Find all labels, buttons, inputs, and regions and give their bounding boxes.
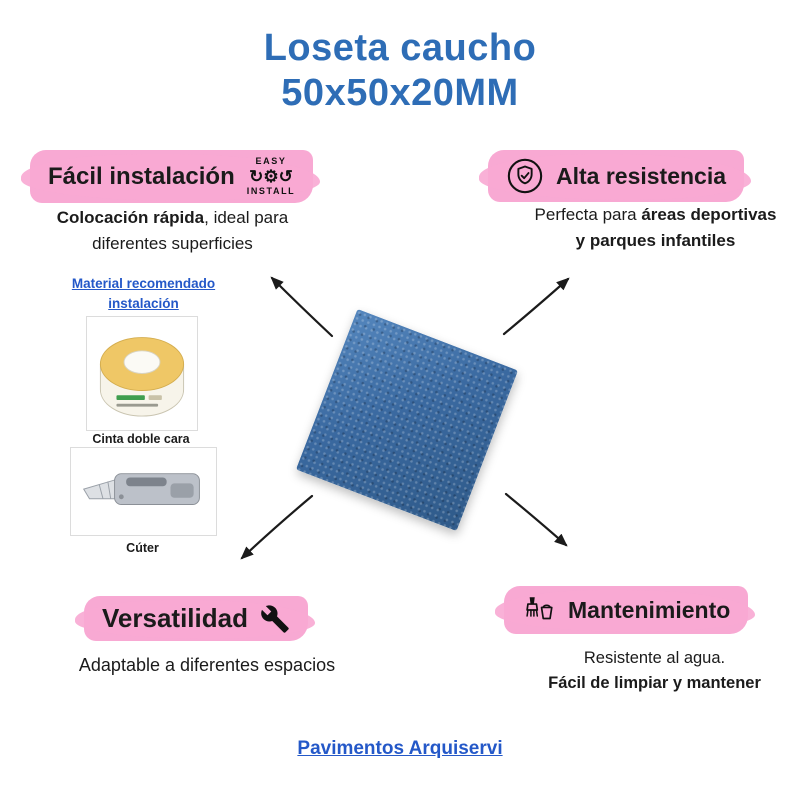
- easy-install-icon-bottom-text: INSTALL: [246, 186, 296, 196]
- broom-bucket-icon: [522, 593, 556, 627]
- feature-desc-resistance: Perfecta para áreas deportivas y parques…: [528, 202, 783, 253]
- tape-product-image: [86, 316, 198, 431]
- page-title: Loseta caucho 50x50x20MM: [0, 26, 800, 116]
- feature-badge-versatility: Versatilidad: [75, 596, 315, 641]
- wrench-icon: [260, 604, 290, 634]
- desc-install-bold: Colocación rápida: [56, 208, 205, 227]
- gear-icon: ↻⚙↺: [249, 167, 293, 186]
- materials-recommended-link[interactable]: Material recomendado instalación: [71, 276, 216, 311]
- feature-desc-install: Colocación rápida, ideal para diferentes…: [25, 205, 320, 256]
- easy-install-icon-top-text: EASY: [255, 156, 287, 166]
- feature-desc-versatility: Adaptable a diferentes espacios: [78, 655, 336, 675]
- cutter-caption: Cúter: [126, 541, 159, 555]
- desc-maintenance-bold: Fácil de limpiar y mantener: [548, 673, 761, 692]
- page-title-line-2: 50x50x20MM: [281, 71, 519, 114]
- arrow-bottom-right: [504, 492, 568, 547]
- feature-badge-install: Fácil instalación EASY ↻⚙↺ INSTALL: [20, 150, 321, 203]
- feature-label-versatility: Versatilidad: [102, 603, 248, 633]
- desc-maintenance-line1: Resistente al agua.: [583, 649, 726, 667]
- rubber-tile-image: [295, 308, 519, 532]
- arrow-top-right: [502, 277, 570, 336]
- feature-desc-maintenance: Resistente al agua. Fácil de limpiar y m…: [532, 646, 777, 696]
- arrow-bottom-left: [240, 494, 314, 560]
- tape-caption: Cinta doble cara: [92, 432, 190, 446]
- shield-icon: [506, 157, 544, 195]
- feature-label-resistance: Alta resistencia: [556, 162, 727, 189]
- page-title-line-1: Loseta caucho: [263, 27, 537, 69]
- desc-resistance-prefix: Perfecta para: [534, 205, 642, 224]
- feature-badge-resistance: Alta resistencia: [478, 150, 752, 202]
- arrow-top-left: [270, 276, 334, 338]
- easy-install-icon: EASY ↻⚙↺ INSTALL: [247, 157, 296, 196]
- desc-resistance-bold: áreas deportivas y parques infantiles: [575, 205, 777, 250]
- feature-label-install: Fácil instalación: [48, 162, 235, 190]
- cutter-product-image: [70, 447, 217, 536]
- feature-badge-maintenance: Mantenimiento: [494, 586, 756, 634]
- feature-label-maintenance: Mantenimiento: [568, 596, 731, 623]
- desc-install-rest: , ideal para diferentes superficies: [92, 208, 289, 253]
- brand-link[interactable]: Pavimentos Arquiservi: [297, 738, 503, 759]
